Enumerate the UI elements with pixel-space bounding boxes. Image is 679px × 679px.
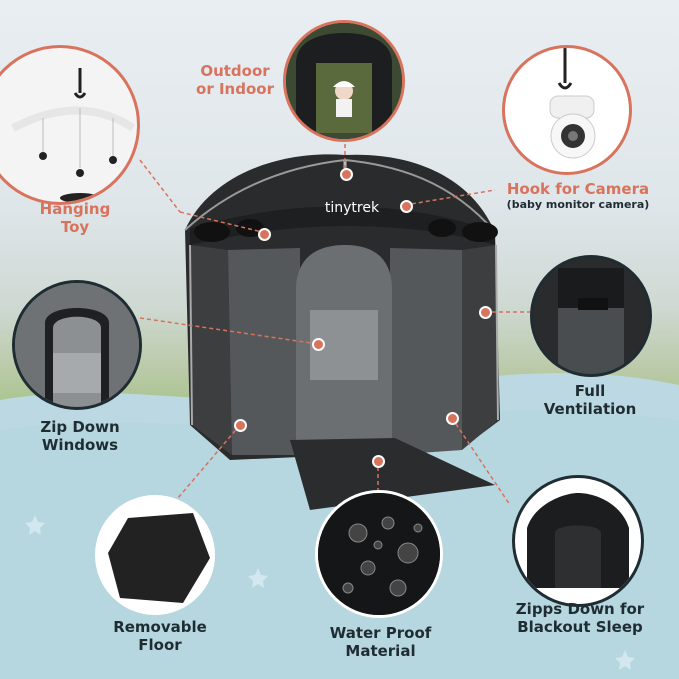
hotspot-window <box>312 338 325 351</box>
hotspot-hook <box>400 200 413 213</box>
zip-windows-label: Zip Down Windows <box>40 418 120 455</box>
floor-mat-icon <box>108 513 210 603</box>
zip-windows-bubble <box>12 280 142 410</box>
waterproof-bubble <box>315 490 443 618</box>
camera-photo <box>549 48 596 159</box>
hotspot-hanging <box>258 228 271 241</box>
outdoor-label: Outdoor or Indoor <box>196 62 274 99</box>
hook-camera-bubble <box>502 45 632 175</box>
window-photo <box>15 283 139 407</box>
blackout-bubble <box>512 475 644 607</box>
hotspot-top <box>340 168 353 181</box>
blackout-label: Zipps Down for Blackout Sleep <box>515 600 645 637</box>
hook-camera-label: Hook for Camera (baby monitor camera) <box>506 180 650 212</box>
hotspot-floor <box>234 419 247 432</box>
ventilation-photo <box>533 258 649 374</box>
water-drops-photo <box>318 493 440 615</box>
hotspot-material <box>372 455 385 468</box>
blackout-tent-photo <box>527 493 629 588</box>
hotspot-ventilation <box>479 306 492 319</box>
hotspot-blackout <box>446 412 459 425</box>
outdoor-photo-bubble <box>283 20 405 142</box>
ventilation-label: Full Ventilation <box>543 382 637 419</box>
floor-bubble <box>95 495 215 615</box>
ventilation-bubble <box>530 255 652 377</box>
hanging-toy-photo <box>11 68 136 202</box>
floor-label: Removable Floor <box>113 618 207 655</box>
outdoor-photo <box>286 23 402 139</box>
hanging-toy-bubble <box>0 45 140 205</box>
tent-logo: tinytrek <box>325 200 380 216</box>
waterproof-label: Water Proof Material <box>329 624 432 661</box>
hanging-toy-label: Hanging Toy <box>39 200 111 237</box>
